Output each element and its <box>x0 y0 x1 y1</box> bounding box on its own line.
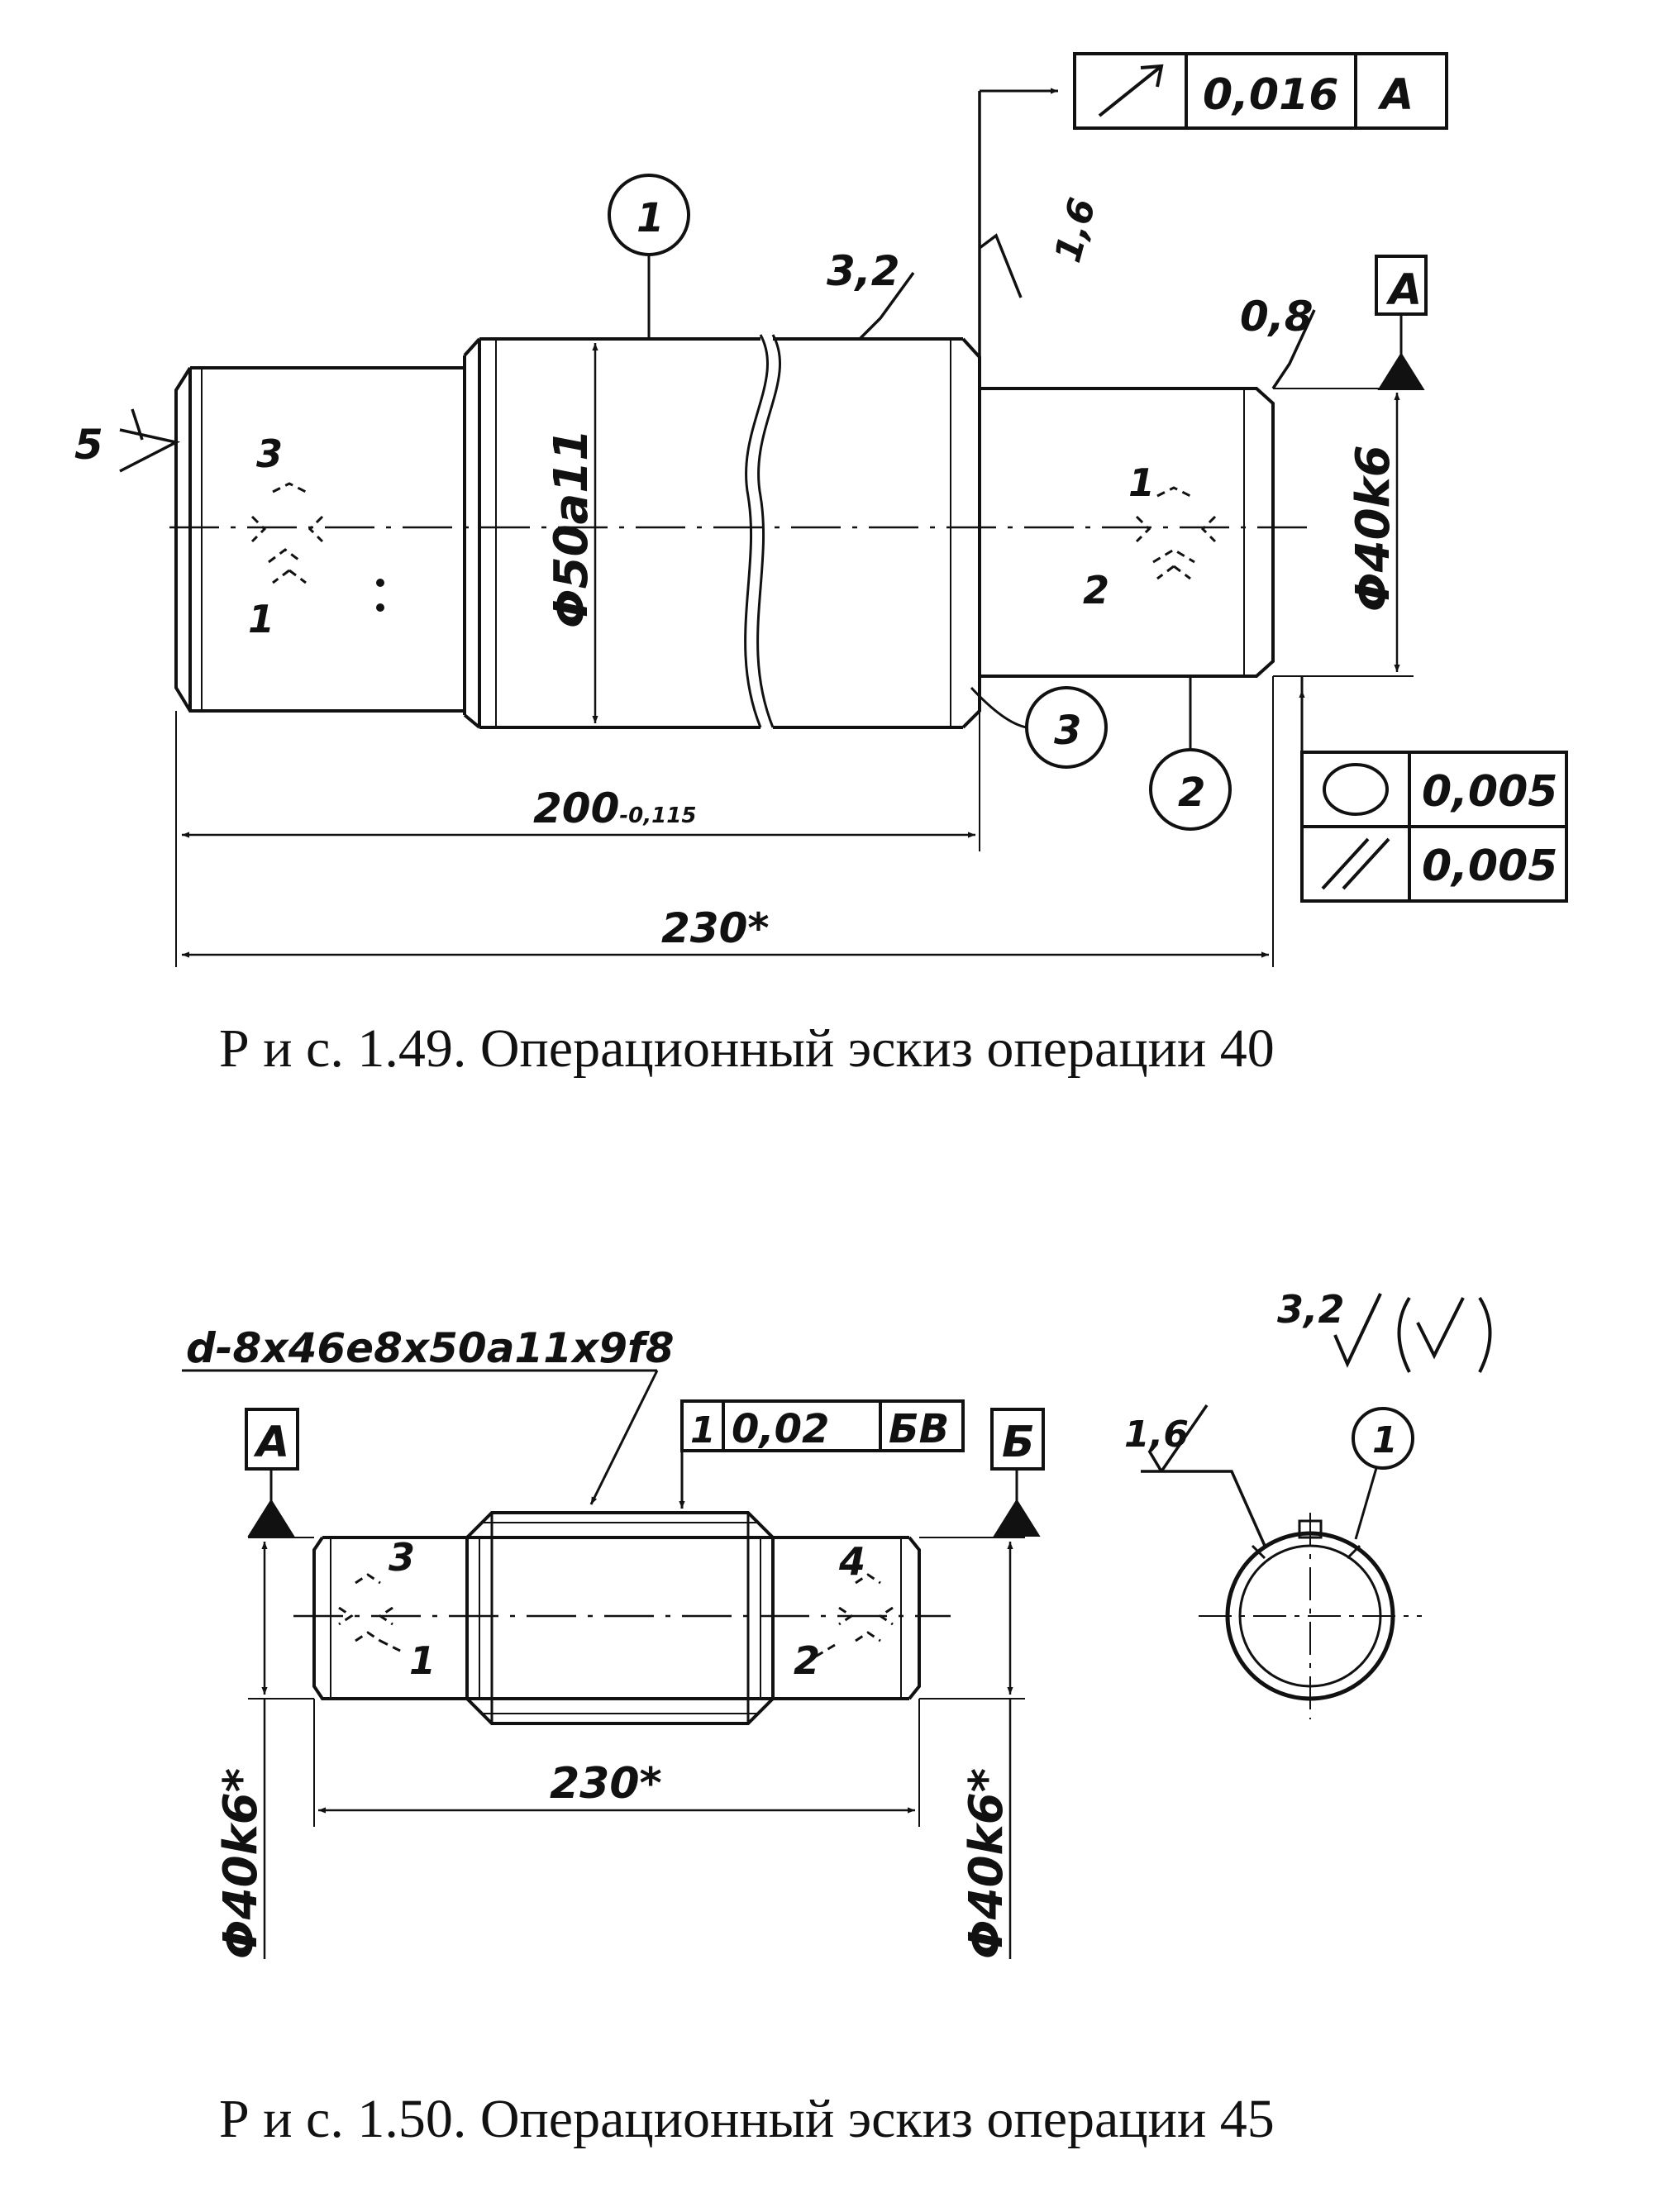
shaft-left-section <box>174 366 465 713</box>
runout-tolerance-datum: A <box>1377 70 1414 120</box>
locating-symbol-left-2 <box>338 1573 406 1655</box>
figure-caption-1-49: Р и с. 1.49. Операционный эскиз операции… <box>219 1018 1275 1079</box>
break-line <box>756 334 781 728</box>
tolerance-frame-runout <box>1073 52 1448 130</box>
roughness-symbol-section <box>1141 1404 1266 1547</box>
roughness-shoulder-value: 1,6 <box>1047 193 1104 266</box>
locating-symbol-left <box>250 482 324 584</box>
roughness-section-value: 1,6 <box>1124 1413 1189 1456</box>
diameter-large-label: Φ50a11 <box>545 429 598 628</box>
balloon-1-label: 1 <box>637 195 664 241</box>
roughness-symbol-right <box>1271 309 1316 389</box>
datum-label-a: A <box>1385 265 1422 315</box>
locator-right-bottom-2: 2 <box>794 1638 820 1683</box>
locator-right-bottom: 2 <box>1083 568 1109 613</box>
runout-tolerance-value: 0,016 <box>1203 70 1338 120</box>
roughness-symbol-shoulder <box>978 91 1023 372</box>
figure-1-49 <box>119 52 1568 967</box>
balloon-section-1 <box>1352 1407 1414 1470</box>
shaft-large-section <box>463 337 760 729</box>
shaft-small-section <box>980 387 1275 678</box>
tolerance-frame-2-value: 0,02 <box>732 1406 829 1452</box>
roughness-top-value: 3,2 <box>827 247 900 295</box>
locator-left-bottom: 1 <box>248 597 274 641</box>
length-main-label: 200-0,115 <box>533 784 696 832</box>
locator-right-top: 1 <box>1128 460 1155 505</box>
tolerance-frame-2-symbol: 1 <box>690 1409 716 1452</box>
diameter-left-label: Φ40k6* <box>214 1768 268 1959</box>
diameter-small-label: Φ40k6 <box>1347 445 1400 612</box>
form-tolerance-value-2: 0,005 <box>1422 841 1557 891</box>
diameter-right-label: Φ40k6* <box>960 1768 1013 1959</box>
datum-label-b-right: Б <box>1002 1418 1035 1467</box>
roughness-symbol-left <box>119 408 181 473</box>
balloon-3-label: 3 <box>1054 708 1081 754</box>
spline-section <box>465 1511 775 1725</box>
balloon-section-label: 1 <box>1372 1419 1398 1461</box>
figure-caption-1-50: Р и с. 1.50. Операционный эскиз операции… <box>219 2089 1275 2149</box>
roughness-symbol-general <box>1333 1293 1382 1368</box>
figure-1-50 <box>182 1293 1492 1959</box>
runout-arrow-icon <box>1098 64 1164 117</box>
circle-icon <box>1323 763 1389 816</box>
roughness-left-value: 5 <box>74 421 103 469</box>
roughness-right-value: 0,8 <box>1240 293 1314 341</box>
balloon-2-label: 2 <box>1178 770 1205 816</box>
length-total-label: 230* <box>661 904 770 952</box>
locating-symbol-right <box>1135 486 1217 580</box>
locator-left-top: 3 <box>256 431 283 476</box>
parallel-icon <box>1321 837 1390 890</box>
tolerance-frame-2 <box>680 1399 965 1452</box>
form-tolerance-value-1: 0,005 <box>1422 767 1557 817</box>
tolerance-frame-2-datum: БВ <box>889 1406 949 1452</box>
locator-left-top-2: 3 <box>389 1535 415 1580</box>
break-line <box>744 334 769 728</box>
spline-shaft-outline <box>312 1536 921 1700</box>
locator-right-top-2: 4 <box>838 1539 865 1584</box>
locator-left-bottom-2: 1 <box>409 1638 436 1683</box>
roughness-symbol-top-mid <box>858 271 915 341</box>
roughness-general-value: 3,2 <box>1277 1287 1345 1332</box>
datum-label-a-left: A <box>253 1418 289 1467</box>
length-label-2: 230* <box>550 1759 662 1809</box>
cross-section-view <box>1199 1513 1422 1719</box>
locating-symbol-right-2 <box>813 1573 894 1659</box>
spline-spec-label: d-8x46e8x50a11x9f8 <box>186 1324 675 1372</box>
